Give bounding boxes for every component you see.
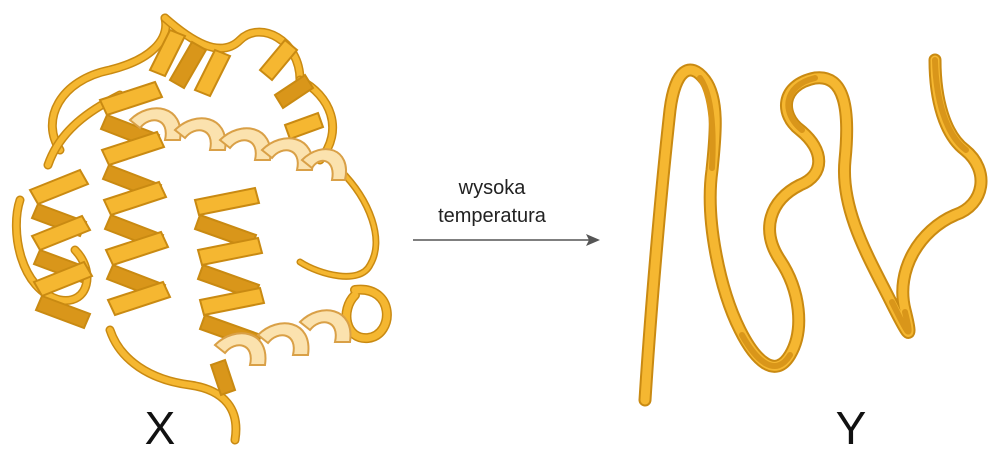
arrow-label-line1: wysoka	[458, 177, 527, 199]
label-y: Y	[836, 402, 867, 451]
arrow-label-line2: temperatura	[438, 205, 547, 227]
reaction-arrow: wysoka temperatura	[413, 177, 600, 246]
unfolded-ribbon	[645, 60, 981, 400]
helix-left	[30, 170, 92, 328]
helix-bottom-light	[211, 310, 350, 395]
label-x: X	[145, 402, 176, 451]
folded-protein-x	[16, 18, 386, 440]
unfolded-protein-y	[645, 60, 981, 400]
helix-center-right	[195, 188, 264, 349]
